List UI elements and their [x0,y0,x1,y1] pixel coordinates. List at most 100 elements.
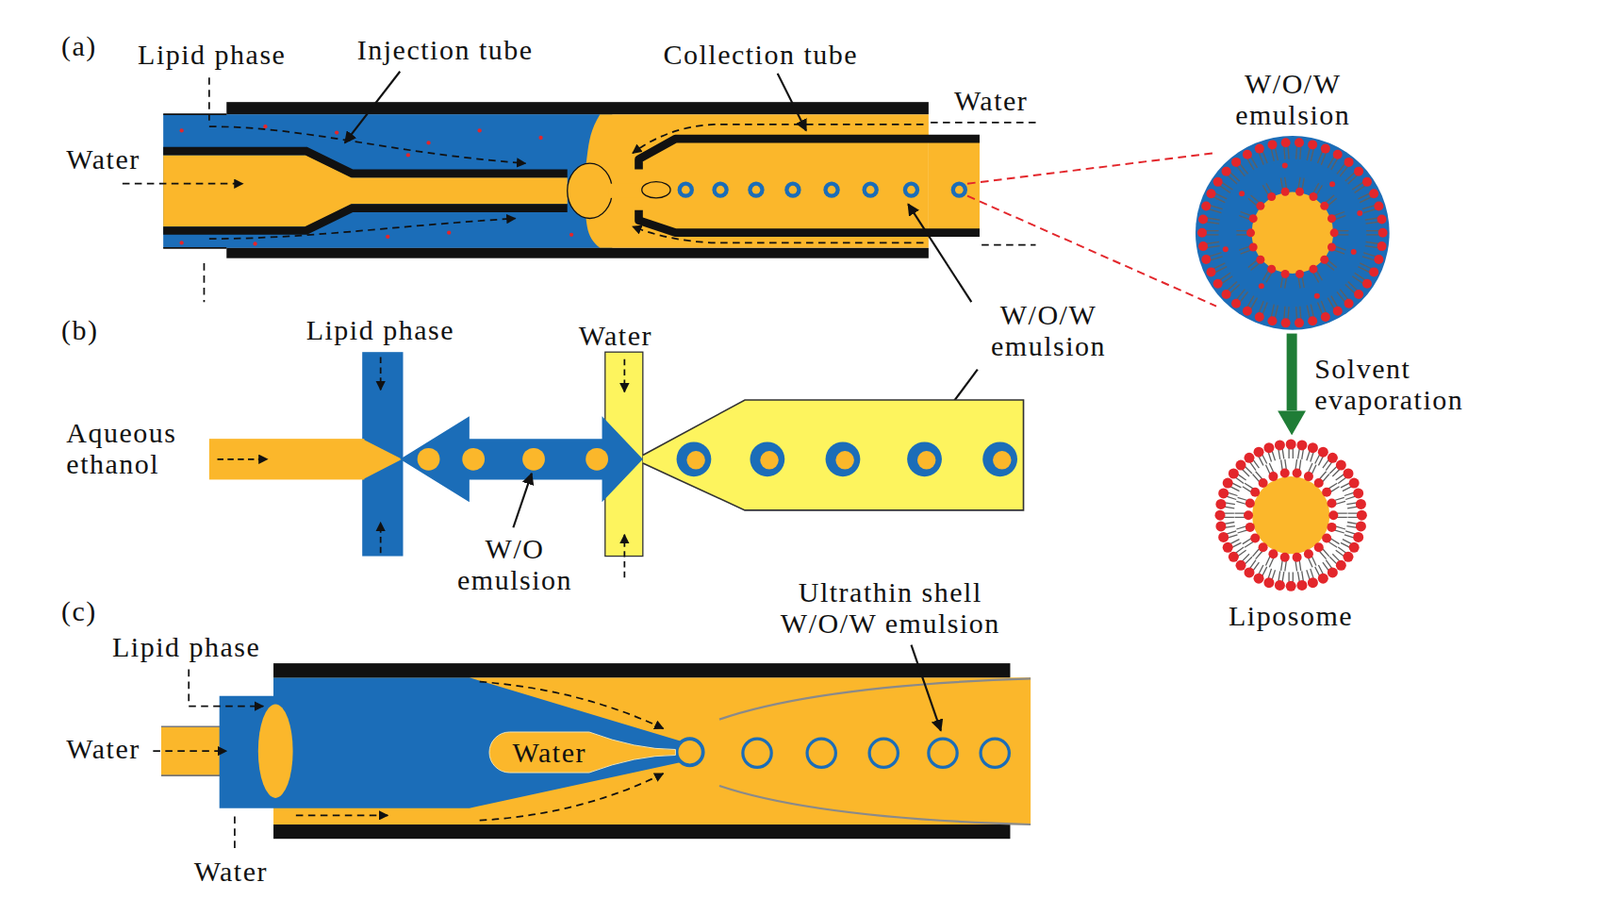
droplet-shell [784,181,801,198]
droplet-core [992,450,1011,469]
flow-arrow [209,217,516,239]
shell-droplet [742,738,772,767]
panel-a-device [122,71,1217,442]
lipid-head [1258,543,1269,553]
lipid-head [1369,188,1380,198]
lipid-head [1336,560,1347,571]
lipid-head [1349,542,1360,553]
leader-line [930,122,1036,246]
lipid-dot [446,230,451,234]
lipid-head [1353,289,1364,299]
lipid-head [1268,471,1278,481]
lipid-head [1318,446,1329,458]
zoom-line [967,152,1215,183]
lipid-head [1254,144,1265,154]
lipid-head [1355,498,1367,510]
lipid-head [1352,531,1364,543]
lipid-head [1327,214,1337,223]
callout-arrow [345,71,400,144]
lipid-head [1231,157,1241,167]
label-holder: Water [578,319,653,351]
lipid-tails [1237,177,1350,289]
wow-droplets [677,181,968,198]
lipid-head [1330,228,1339,237]
flow-arrow [122,182,244,185]
lipid-head [1281,317,1291,328]
water-droplet [461,447,485,471]
aqueous-channel [209,438,365,479]
flow-label: Water [65,732,140,764]
lipid-head [1218,531,1229,543]
water-core [1252,191,1335,274]
lipid-head [1274,579,1286,591]
lipid-head [1296,579,1307,591]
lipid-head [1295,187,1304,197]
lipid-head [1274,440,1286,451]
lipid-head [1309,264,1319,274]
free-lipid [1357,210,1364,216]
lipid-head [1243,567,1254,578]
label-holder: Lipid phase [306,313,455,346]
label-holder: (c) [61,594,98,627]
lipid-dot [334,130,339,134]
droplet-core [955,185,964,195]
lipid-head [1243,452,1254,463]
flow-arrow [479,773,664,821]
lipid-head [1281,137,1291,148]
lipid-head [1281,269,1290,279]
tube-water-fill [928,138,980,233]
flow-label: Lipid phase [112,630,261,662]
droplet-shell [676,441,712,477]
lipid-head [1344,157,1354,167]
lipid-head [1258,478,1269,488]
lipid-head [1377,214,1387,224]
lipid-head [1308,139,1319,149]
droplet-shell [747,181,764,198]
outer-leaflet [1214,439,1367,592]
lipid-head [1228,468,1239,479]
part-label: Injection tube [357,33,534,66]
flow-arrow [217,458,268,461]
droplet-core [752,185,761,195]
label-holder: Aqueous ethanol [65,416,210,479]
vesicle-body [1214,438,1368,592]
label-holder: Lipid phase [112,630,261,662]
lipid-head [1307,443,1319,454]
lipid-head [1294,137,1304,148]
droplet-shell [982,441,1018,477]
lipid-head [1356,510,1368,521]
flow-label: Water [954,84,1028,116]
forming-droplet [567,163,613,218]
lipid-head [1245,498,1255,509]
lipid-head [1222,542,1234,553]
lipid-head [1342,551,1353,562]
lipid-head [1202,254,1212,264]
outer-capillary-wall [273,662,1010,677]
water-droplet [522,447,545,471]
lipid-head [1215,498,1226,510]
lipid-head [1253,446,1264,458]
callout-arrow [907,203,972,302]
outer-monolayer [1197,137,1388,328]
lipid-head [1314,543,1324,553]
lipid-head [1309,192,1319,201]
lipid-head [1249,214,1258,223]
droplet-shell [711,181,728,198]
lipid-tails [1223,447,1359,583]
lipid-dot [478,128,482,132]
lipid-head [1268,315,1278,326]
lipid-head [1206,188,1217,198]
droplet-core [681,185,691,195]
flow-arrows [217,357,626,578]
lipid-head [1355,521,1367,532]
lipid-head [1206,266,1217,277]
lipid-head [1214,510,1225,521]
lipid-head [1349,478,1360,489]
lipid-head [1321,487,1332,497]
lipid-phase-fill [163,114,612,248]
lipid-head [1253,573,1264,584]
inner-leaflet [1234,459,1347,572]
label-holder: Injection tube [357,33,534,66]
